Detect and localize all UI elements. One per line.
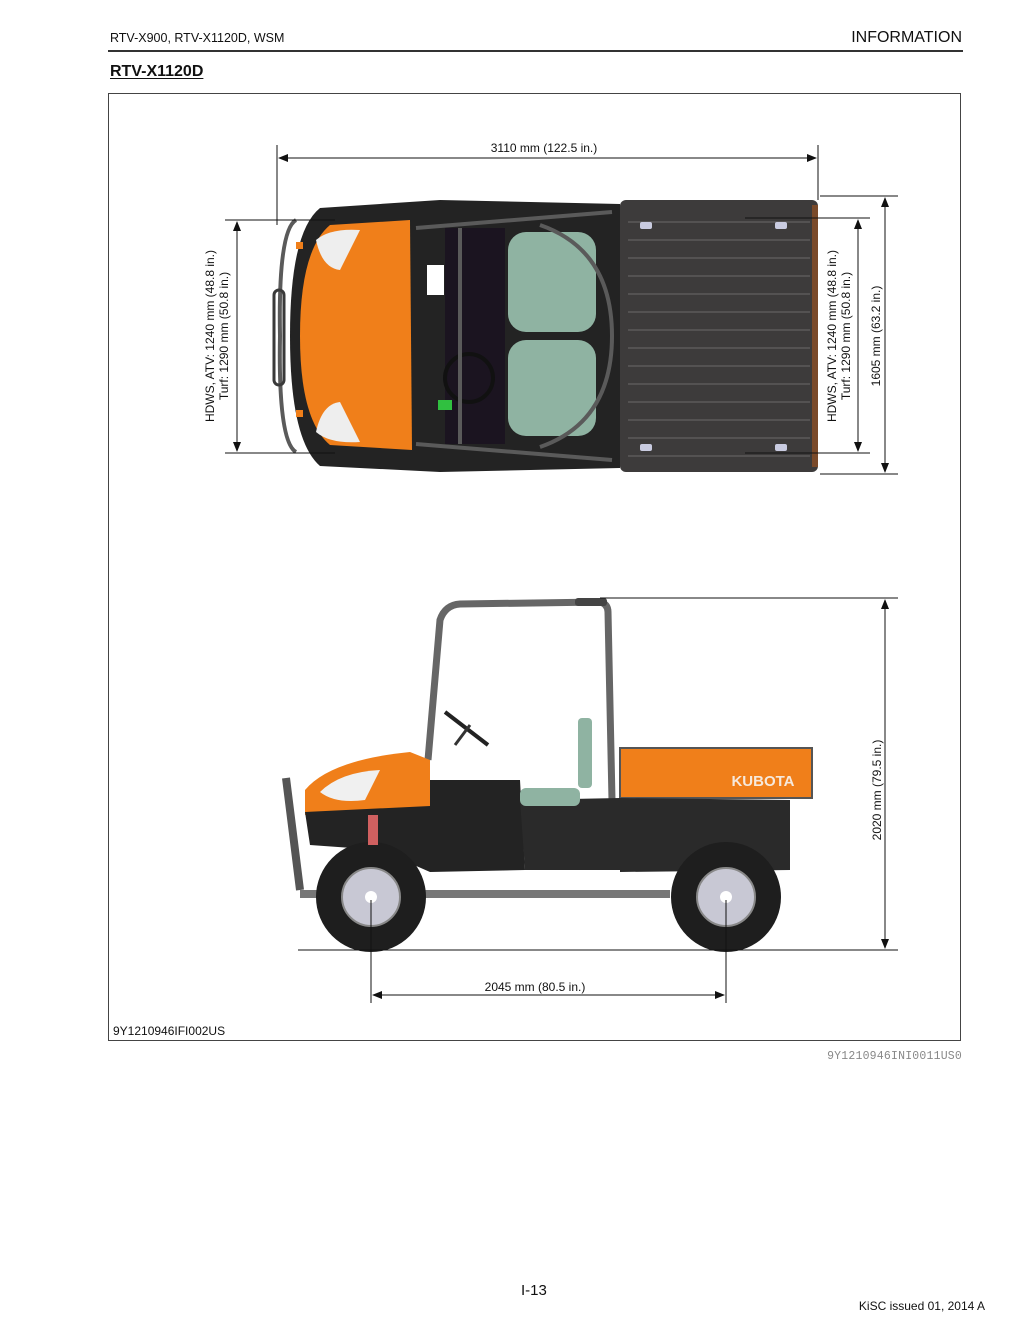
- overall-height-label: 2020 mm (79.5 in.): [870, 740, 884, 841]
- section-name: INFORMATION: [851, 29, 962, 46]
- issue-info: KiSC issued 01, 2014 A: [858, 1299, 985, 1313]
- header-divider: [108, 50, 963, 52]
- reference-code: 9Y1210946INI0011US0: [827, 1050, 962, 1063]
- top-view-dimension-lines: [225, 145, 898, 475]
- section-title: RTV-X1120D: [110, 63, 204, 80]
- front-tread-hdws-label: HDWS, ATV: 1240 mm (48.8 in.): [203, 250, 217, 422]
- rear-tread-turf-label: Turf: 1290 mm (50.8 in.): [839, 272, 853, 400]
- kubota-brand-text: KUBOTA: [731, 773, 794, 790]
- side-view-dimension-lines: [298, 597, 898, 1003]
- rear-tread-hdws-label: HDWS, ATV: 1240 mm (48.8 in.): [825, 250, 839, 422]
- top-view-vehicle: [272, 200, 818, 472]
- figure-id: 9Y1210946IFI002US: [113, 1024, 226, 1038]
- overall-width-label: 1605 mm (63.2 in.): [869, 286, 883, 387]
- overall-length-label: 3110 mm (122.5 in.): [491, 141, 598, 155]
- wheelbase-label: 2045 mm (80.5 in.): [485, 980, 586, 994]
- front-tread-turf-label: Turf: 1290 mm (50.8 in.): [217, 272, 231, 400]
- side-view-vehicle: KUBOTA: [282, 598, 813, 952]
- page-number: I-13: [521, 1282, 547, 1299]
- manual-title: RTV-X900, RTV-X1120D, WSM: [110, 31, 285, 45]
